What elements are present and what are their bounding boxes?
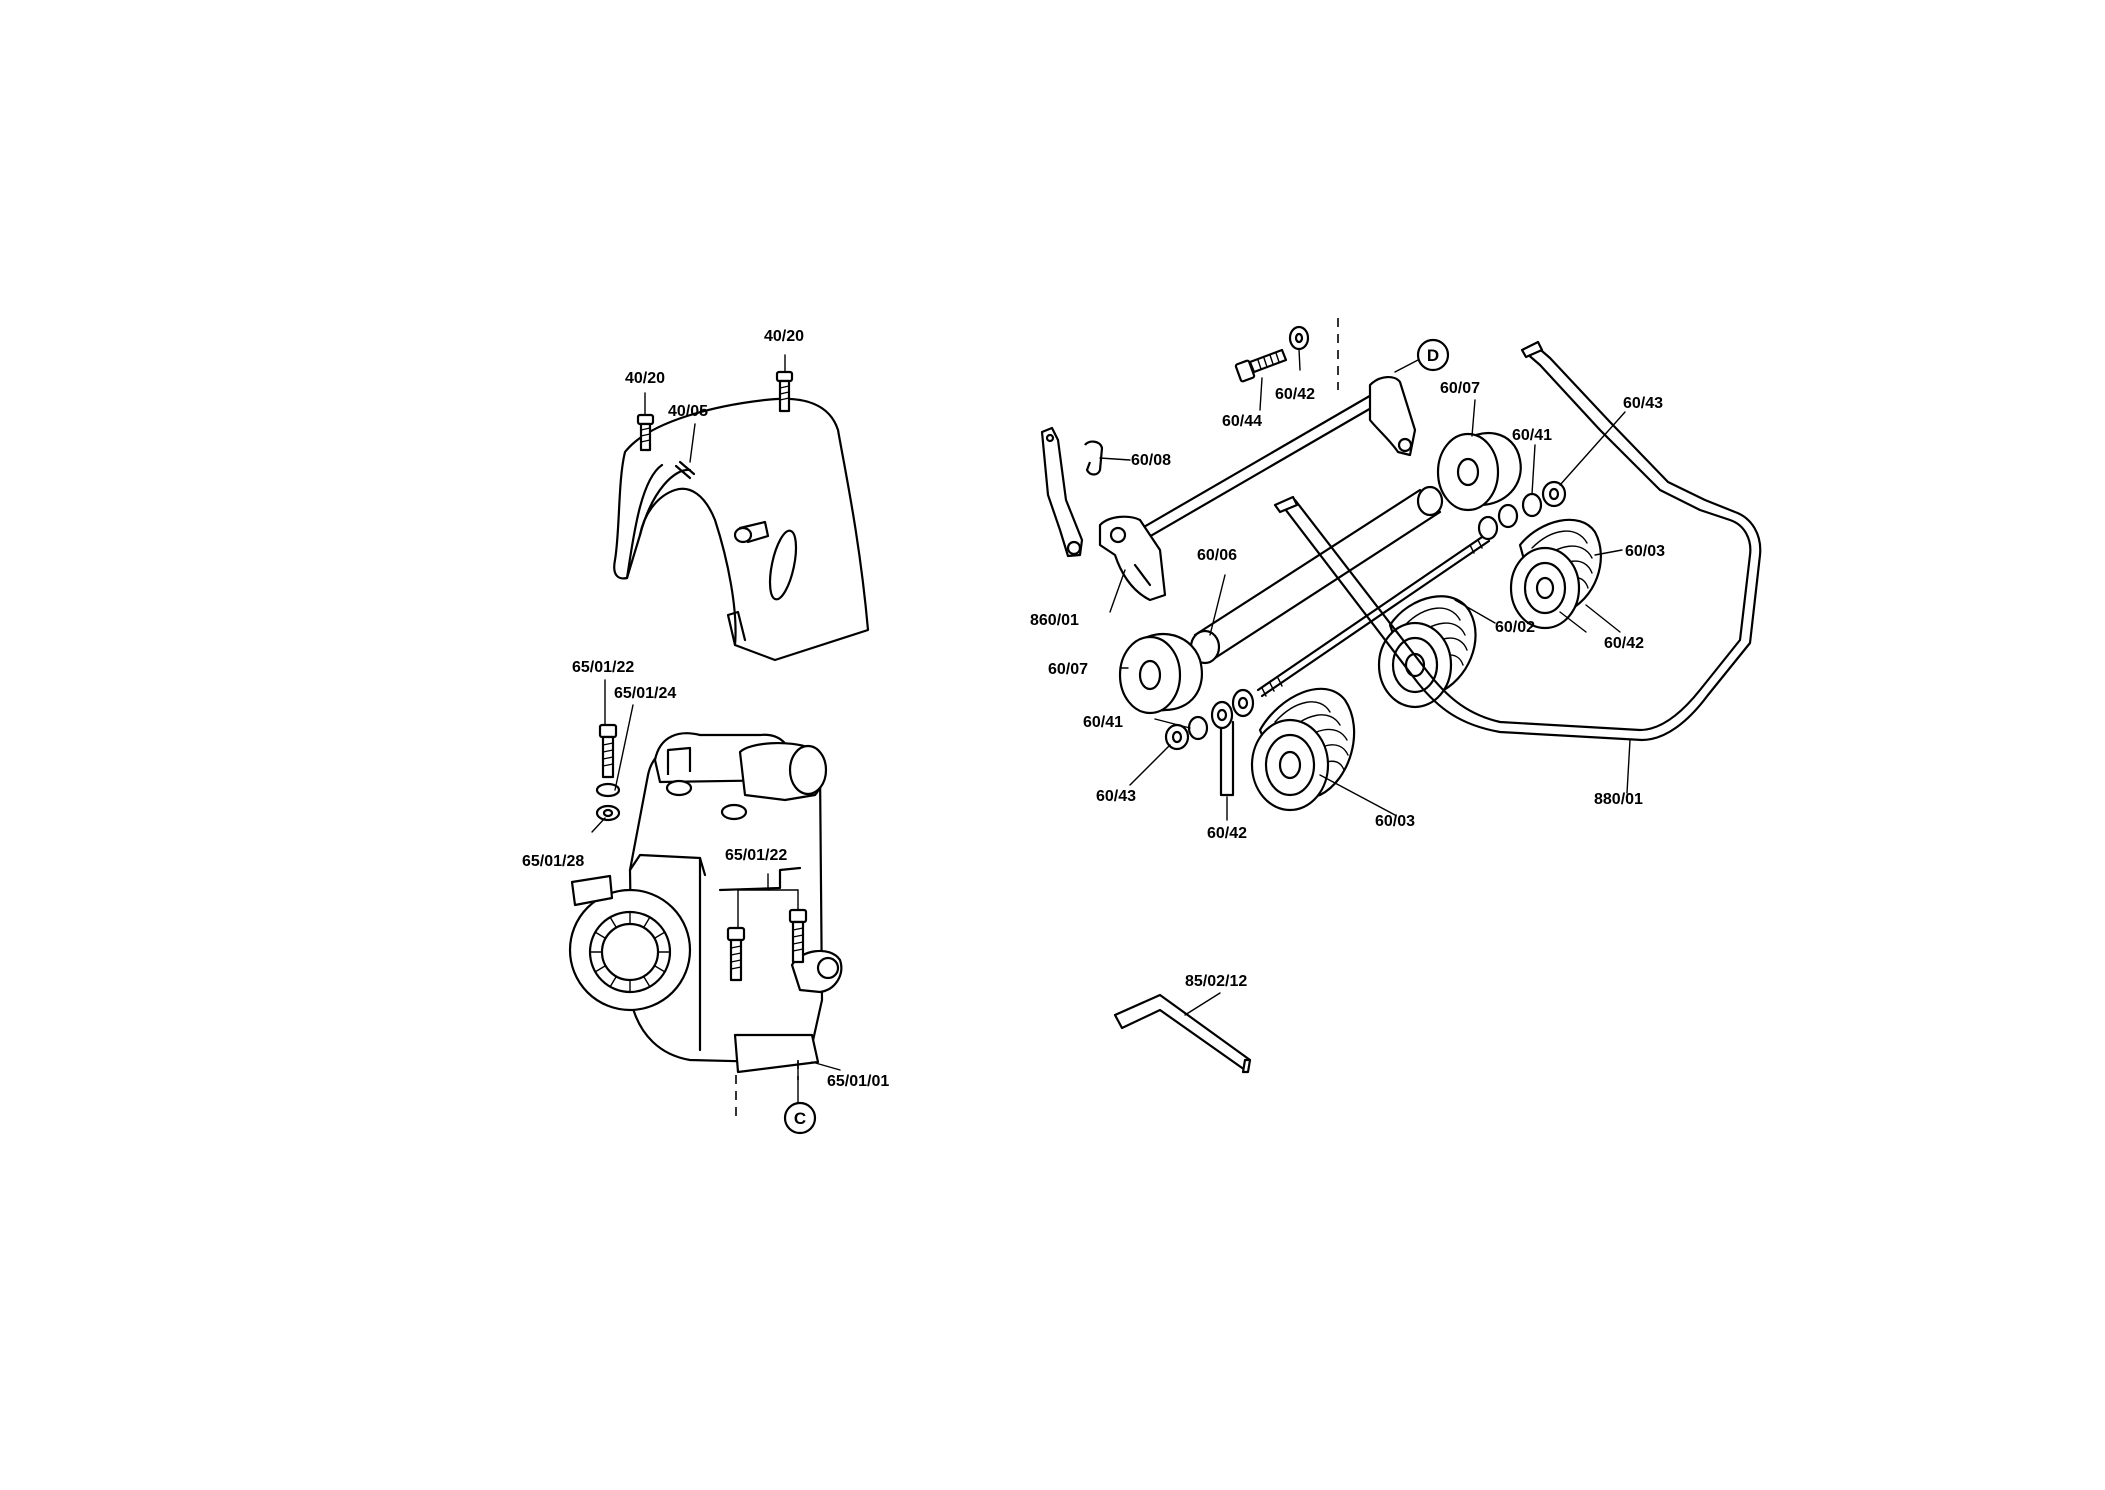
washer-bracket-bottom [1219, 720, 1235, 797]
leader-lines [591, 348, 1631, 1071]
label-880-01: 880/01 [1594, 791, 1643, 808]
washer-60-42-right-a [1477, 515, 1499, 541]
label-40-20-left: 40/20 [625, 370, 665, 387]
bolt-65-01-22-top [598, 723, 618, 779]
label-65-01-22-lower: 65/01/22 [725, 847, 787, 864]
label-860-01: 860/01 [1030, 612, 1079, 629]
shaft-60-02 [1256, 533, 1487, 692]
washer-hole [1237, 696, 1249, 710]
handle-rod-880-01 [1273, 340, 1762, 742]
label-65-01-01: 65/01/01 [827, 1073, 889, 1090]
label-60-03-top: 60/03 [1625, 543, 1665, 560]
ribbed-roller-60-03-middle [1377, 595, 1477, 709]
washer-60-41-top [1521, 492, 1543, 518]
label-60-07-top: 60/07 [1440, 380, 1480, 397]
bolt-60-44 [1234, 348, 1288, 383]
reference-circle-d: D [1416, 338, 1450, 372]
washer-hole [1294, 332, 1304, 344]
label-60-07-bottom: 60/07 [1048, 661, 1088, 678]
label-85-02-12: 85/02/12 [1185, 973, 1247, 990]
label-60-41-top: 60/41 [1512, 427, 1552, 444]
roller-60-07-top [1436, 431, 1522, 512]
label-40-05: 40/05 [668, 403, 708, 420]
part-labels: 40/20 40/20 40/05 65/01/22 65/01/24 65/0… [522, 328, 1665, 1090]
cover-part [613, 397, 870, 662]
label-60-42-right: 60/42 [1604, 635, 1644, 652]
screw-40-20-right [775, 370, 794, 413]
shaft-threads [1261, 539, 1483, 697]
screw-40-20-left [636, 413, 655, 452]
label-60-43-bottom: 60/43 [1096, 788, 1136, 805]
label-60-42-top: 60/42 [1275, 386, 1315, 403]
reference-letter-d: D [1427, 346, 1439, 365]
shaft-60-02-edge [1260, 539, 1491, 698]
label-65-01-28: 65/01/28 [522, 853, 584, 870]
ribbed-roller-60-03-bottom [1250, 687, 1356, 812]
reference-letter-c: C [794, 1109, 806, 1128]
leader-d [1394, 359, 1419, 373]
bolt-65-01-22-lower-right [788, 908, 808, 964]
ribbed-roller-60-03-top [1509, 518, 1602, 630]
label-65-01-24: 65/01/24 [614, 685, 676, 702]
label-65-01-22-top: 65/01/22 [572, 659, 634, 676]
nut-60-43-top [1541, 480, 1567, 508]
engine-part [568, 732, 843, 1074]
label-60-08: 60/08 [1131, 452, 1171, 469]
label-60-43-top: 60/43 [1623, 395, 1663, 412]
washer-65-01-24 [595, 782, 621, 798]
label-60-06: 60/06 [1197, 547, 1237, 564]
nut-60-43-bottom [1164, 723, 1190, 751]
roller-60-07-bottom [1118, 632, 1203, 715]
hex-key-85-02-12 [1113, 993, 1252, 1074]
frame-part [1040, 376, 1417, 602]
label-60-44: 60/44 [1222, 413, 1262, 430]
label-60-41-bottom: 60/41 [1083, 714, 1123, 731]
washer-60-41-bottom [1187, 715, 1209, 741]
washer-hole [1216, 708, 1228, 722]
label-60-03-bottom: 60/03 [1375, 813, 1415, 830]
washer-60-42-right-b [1497, 503, 1519, 529]
label-40-20-right: 40/20 [764, 328, 804, 345]
washer-hole [602, 808, 614, 818]
label-60-42-bottom: 60/42 [1207, 825, 1247, 842]
clip-60-08 [1084, 440, 1104, 476]
label-60-02: 60/02 [1495, 619, 1535, 636]
reference-circle-c: C [783, 1101, 817, 1135]
bolt-65-01-22-lower-left [726, 926, 746, 982]
